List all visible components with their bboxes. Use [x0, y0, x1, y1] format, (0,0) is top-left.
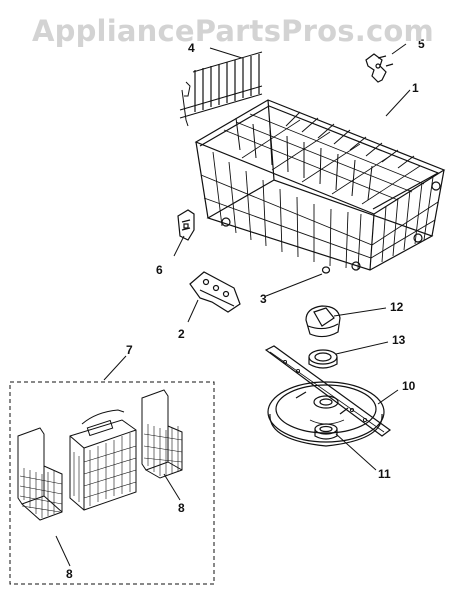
rack-bracket — [177, 209, 195, 241]
silverware-basket-center — [69, 409, 137, 511]
callout-1: 1 — [412, 81, 419, 95]
callout-10: 10 — [402, 379, 416, 393]
callout-6: 6 — [156, 263, 163, 277]
watermark-logo: AppliancePartsPros.com — [32, 14, 434, 48]
callout-4: 4 — [188, 41, 195, 55]
callout-8-left: 8 — [66, 567, 73, 581]
rack-cap — [321, 266, 331, 274]
spray-arm-seal — [308, 349, 338, 369]
spray-arm-nut — [305, 305, 341, 338]
rack-stop — [189, 271, 241, 313]
callout-11: 11 — [378, 467, 391, 481]
callout-5: 5 — [418, 37, 425, 51]
lower-dish-rack — [194, 99, 446, 271]
callout-7: 7 — [126, 343, 133, 357]
leader-lines — [55, 43, 411, 567]
callout-labels: 4 5 1 6 3 2 12 13 10 11 7 8 8 — [66, 37, 425, 581]
callout-13: 13 — [392, 333, 406, 347]
silverware-basket-small-right — [141, 389, 183, 479]
lower-seal-ring — [314, 423, 338, 440]
lower-spray-arm-assembly — [264, 345, 392, 447]
callout-8-right: 8 — [178, 501, 185, 515]
rack-clip — [365, 53, 394, 83]
callout-2: 2 — [178, 327, 185, 341]
rack-rear-section — [179, 51, 263, 127]
callout-12: 12 — [390, 300, 404, 314]
callout-3: 3 — [260, 292, 267, 306]
silverware-basket-small-left — [17, 427, 63, 521]
silverware-basket-group — [9, 381, 215, 585]
